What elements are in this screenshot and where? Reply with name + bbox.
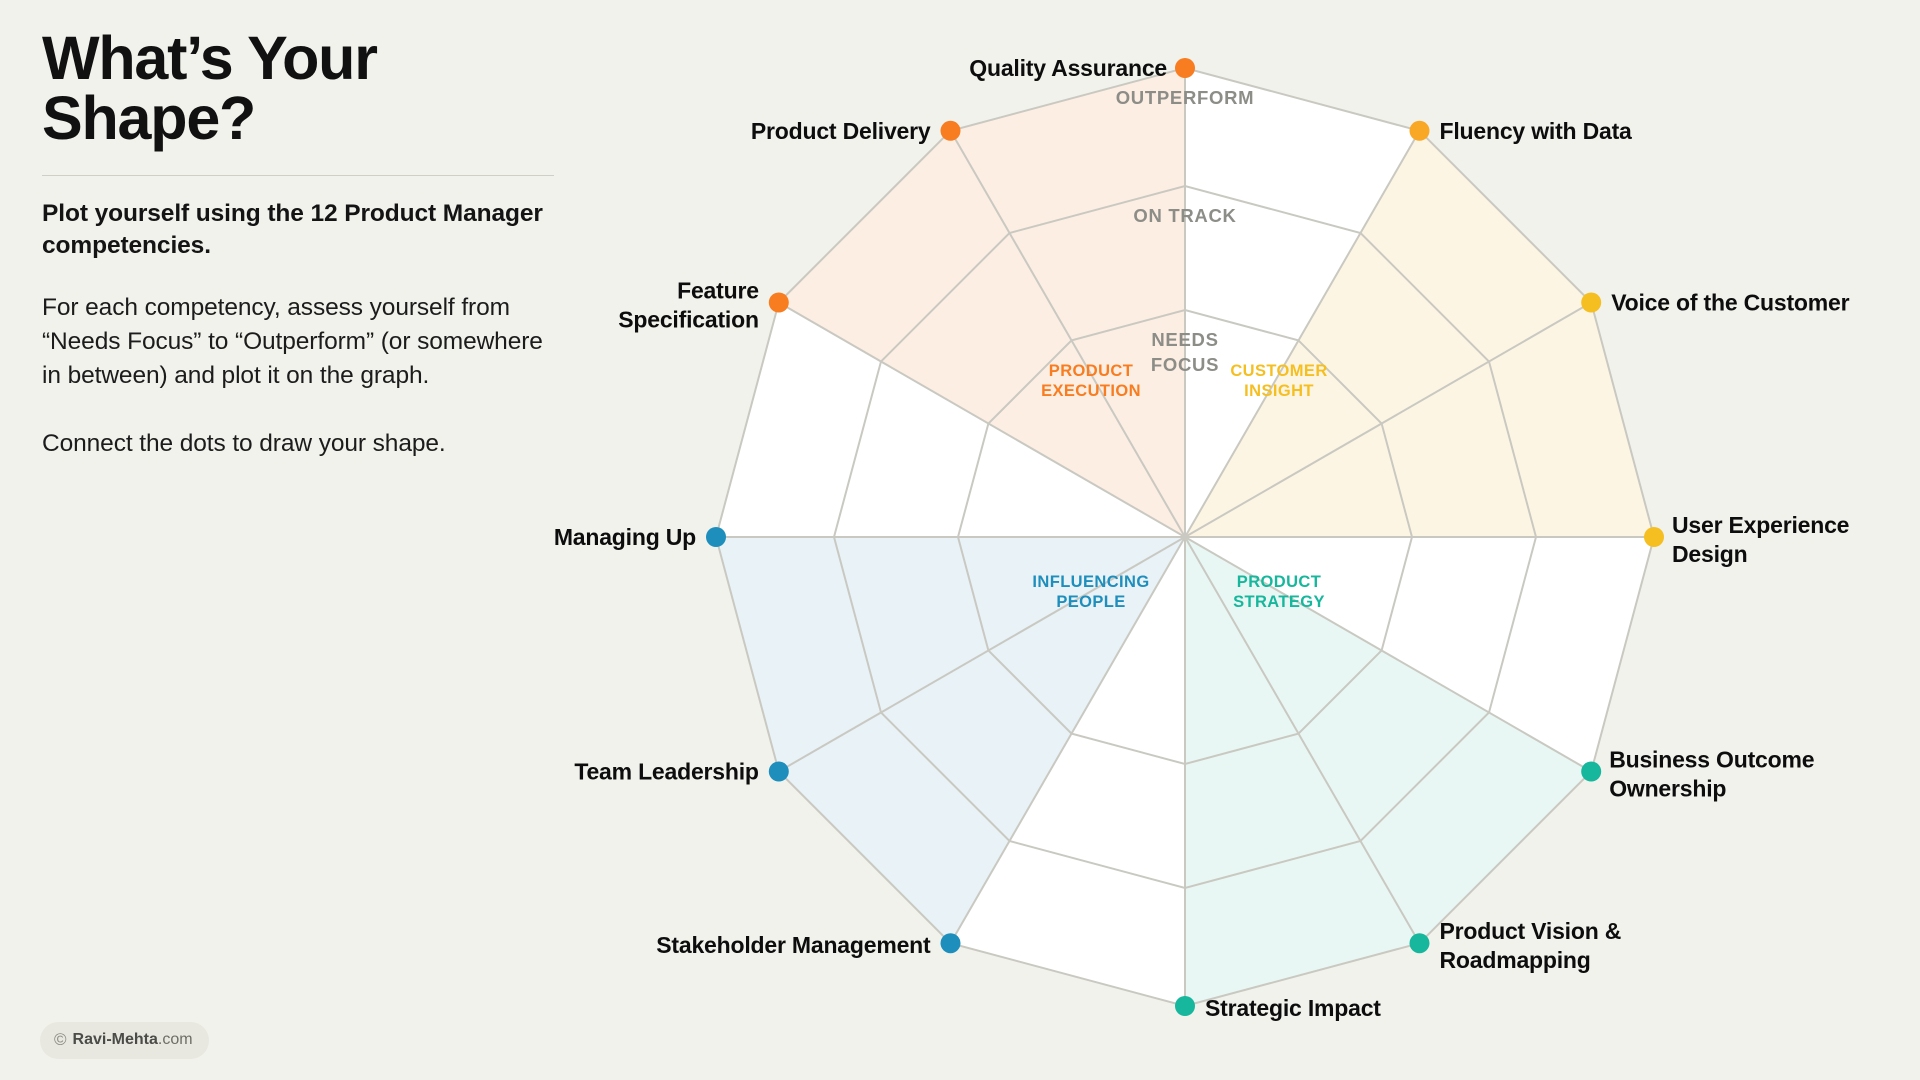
data-point-voice-of-the-customer[interactable] (1581, 292, 1602, 313)
intro-panel: What’s Your Shape? Plot yourself using t… (42, 28, 562, 461)
grid-spoke-0 (1184, 130, 1421, 538)
data-point-stakeholder-management[interactable] (940, 933, 961, 954)
panel-lede: Plot yourself using the 12 Product Manag… (42, 199, 543, 259)
data-point-strategic-impact[interactable] (1175, 996, 1195, 1016)
data-point-team-leadership[interactable] (768, 761, 789, 782)
axis-label-product-vision-roadmapping: Product Vision &Roadmapping (1440, 918, 1622, 973)
axis-label-team-leadership: Team Leadership (574, 759, 759, 785)
page-title: What’s Your Shape? (42, 24, 378, 153)
quadrant-fill-product-strategy (1185, 537, 1592, 1006)
data-point-product-delivery[interactable] (940, 120, 961, 141)
title-divider (42, 174, 554, 176)
copyright-icon: © (54, 1030, 67, 1049)
axis-label-stakeholder-management: Stakeholder Management (656, 932, 931, 958)
data-point-managing-up[interactable] (706, 527, 726, 547)
quadrant-fill-influencing-people (716, 537, 1185, 944)
grid-spoke-1 (1184, 301, 1592, 538)
quadrant-fill-customer-insight (1185, 130, 1654, 538)
credit-badge[interactable]: © Ravi-Mehta.com (40, 1022, 209, 1059)
grid-spoke-6 (949, 536, 1186, 944)
data-point-feature-specification[interactable] (768, 292, 789, 313)
data-point-user-experience-design[interactable] (1644, 527, 1664, 547)
grid-spoke-3 (1184, 536, 1592, 773)
data-point-quality-assurance[interactable] (1175, 58, 1195, 78)
axis-label-fluency-with-data: Fluency with Data (1440, 118, 1633, 144)
data-point-fluency-with-data[interactable] (1409, 120, 1430, 141)
grid-spoke-4 (1184, 536, 1421, 944)
grid-spoke-7 (778, 536, 1186, 773)
data-point-product-vision-roadmapping[interactable] (1409, 933, 1430, 954)
quadrant-fill-product-execution (778, 68, 1185, 537)
credit-name: Ravi-Mehta (72, 1031, 158, 1048)
data-point-business-outcome-ownership[interactable] (1581, 761, 1602, 782)
axis-label-quality-assurance: Quality Assurance (969, 55, 1167, 81)
panel-paragraph-1: For each competency, assess yourself fro… (42, 294, 543, 390)
axis-label-voice-of-the-customer: Voice of the Customer (1611, 290, 1849, 316)
axis-label-managing-up: Managing Up (554, 524, 696, 550)
ring-label-on-track: ON TRACK (1133, 205, 1236, 226)
axis-label-product-delivery: Product Delivery (751, 118, 931, 144)
grid-spoke-9 (778, 301, 1186, 538)
grid-spoke-10 (949, 130, 1186, 538)
ring-label-outperform: OUTPERFORM (1116, 87, 1255, 108)
credit-tld: .com (157, 1031, 193, 1048)
axis-label-strategic-impact: Strategic Impact (1205, 995, 1381, 1021)
panel-paragraph-2: Connect the dots to draw your shape. (42, 429, 446, 457)
